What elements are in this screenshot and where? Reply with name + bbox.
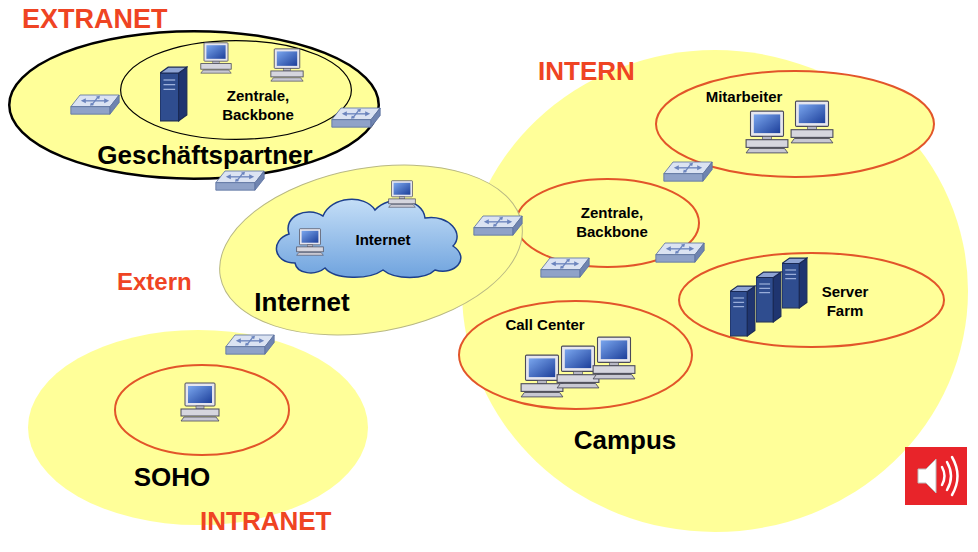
router-icon [332, 108, 380, 127]
computer-icon [389, 181, 416, 208]
network-zone: InternetInternet [211, 165, 531, 335]
internet-cloud: Internet [265, 188, 473, 278]
network-zone: Server Farm [678, 252, 945, 348]
router-icons [71, 95, 712, 354]
computer-icons [181, 43, 833, 421]
area-label: Extern [117, 269, 192, 295]
server-icon [160, 67, 187, 121]
zone-title: Zentrale, Backbone [216, 87, 300, 125]
computer-icon [791, 101, 833, 143]
zone-ellipse [121, 41, 352, 140]
speaker-icon [905, 447, 967, 505]
server-icon [730, 286, 755, 336]
area-label: EXTRANET [22, 5, 168, 35]
router-icon [216, 171, 264, 190]
zone-ellipse [656, 71, 934, 177]
router-icon [664, 162, 712, 181]
server-icon [782, 258, 807, 308]
zone-ellipse [9, 31, 379, 179]
zone-title: Zentrale, Backbone [570, 204, 654, 242]
zone-title: SOHO [134, 461, 211, 494]
speaker-background [905, 447, 967, 505]
cloud-shape [276, 199, 460, 277]
server-icons [160, 67, 807, 336]
computer-icon [746, 111, 788, 153]
zone-title: Mitarbeiter [706, 88, 783, 107]
router-icon [541, 258, 589, 277]
zone-ellipse [459, 301, 692, 409]
network-zone: Zentrale, Backbone [120, 40, 352, 140]
computer-icon [593, 337, 635, 379]
zone-title: Call Center [505, 316, 584, 335]
area-label: INTRANET [200, 507, 331, 536]
sound-waves [942, 457, 958, 495]
router-icon [474, 216, 522, 235]
router-icon [226, 335, 274, 354]
router-icon [656, 243, 704, 262]
zone-title: Server Farm [816, 283, 874, 321]
computer-icon [181, 383, 219, 421]
zone-outline [678, 252, 945, 348]
area-label: INTERN [538, 57, 635, 86]
network-zone: Campus MitarbeiterZentrale, BackboneCall … [462, 50, 968, 532]
computer-icon [201, 43, 231, 73]
network-zone: Geschäftspartner Zentrale, Backbone [8, 30, 380, 180]
computer-icon [271, 49, 303, 81]
soho-inner-ring [115, 365, 289, 455]
computer-icon [297, 229, 324, 256]
zone-title: Internet [254, 286, 349, 319]
server-icon [756, 272, 781, 322]
zone-ellipse [206, 143, 536, 358]
zone-ellipse [28, 330, 368, 525]
router-icon [71, 95, 119, 114]
zone-title: Internet [355, 231, 410, 250]
zone-ellipse [679, 253, 944, 347]
speaker-cone [918, 459, 936, 493]
zone-title: Geschäftspartner [97, 139, 312, 172]
zone-ellipse [462, 50, 968, 532]
zone-title: Campus [574, 424, 677, 457]
